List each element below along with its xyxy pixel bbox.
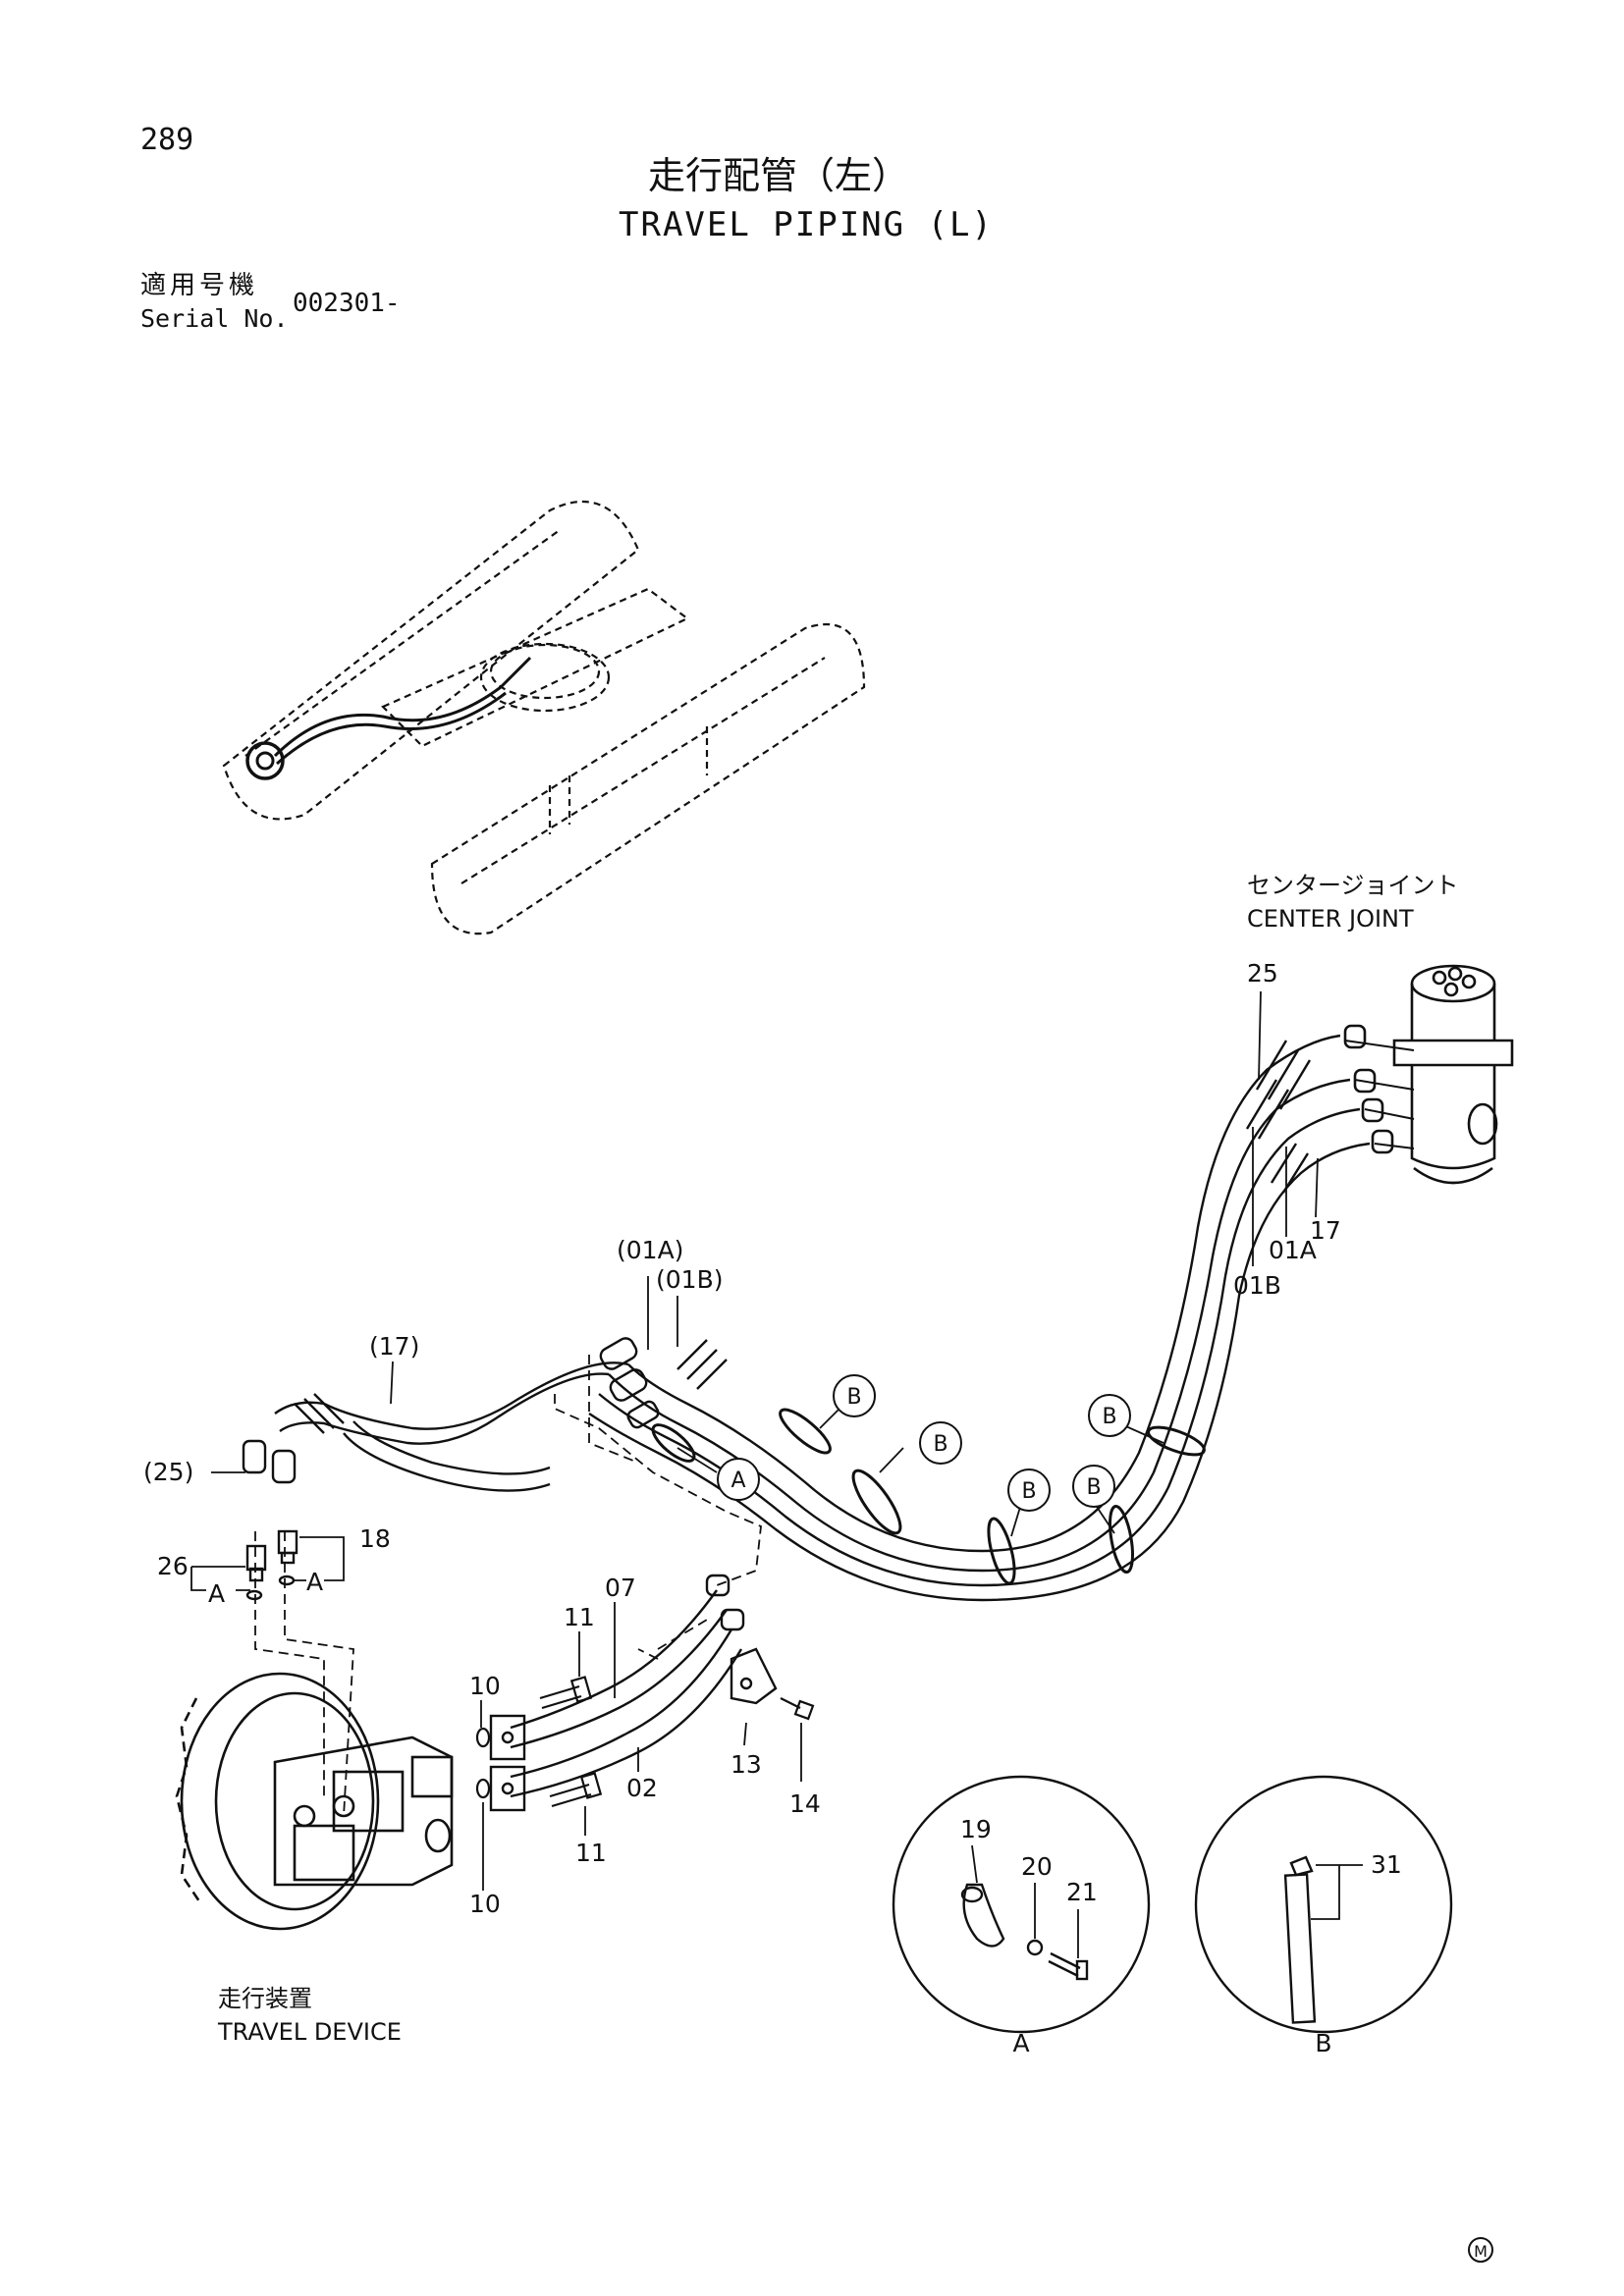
- callout-b-4: B: [1086, 1475, 1101, 1500]
- section-marker-a-right: A: [306, 1568, 323, 1596]
- part-label-14: 14: [789, 1789, 821, 1818]
- part-label-07: 07: [605, 1574, 636, 1602]
- page-number: 289: [140, 123, 194, 157]
- detail-view-circles: [892, 1775, 1453, 2034]
- part-label-26: 26: [157, 1552, 189, 1580]
- page-title-en: TRAVEL PIPING (L): [619, 205, 994, 244]
- page-title-jp: 走行配管（左）: [648, 154, 910, 197]
- part-label-01b: 01B: [1233, 1271, 1281, 1300]
- assembly-guide-lines: [254, 1355, 762, 1817]
- part-label-01a-ref: (01A): [617, 1236, 683, 1264]
- part-label-10-bottom: 10: [469, 1890, 501, 1918]
- part-label-20: 20: [1021, 1852, 1053, 1881]
- part-label-21: 21: [1066, 1878, 1098, 1906]
- center-joint-label-en: CENTER JOINT: [1247, 905, 1414, 933]
- callout-b-5: B: [1102, 1405, 1116, 1429]
- bolts: [475, 1676, 815, 1808]
- detail-view-a-label: A: [1012, 2029, 1029, 2057]
- travel-device-label-jp: 走行装置: [218, 1985, 312, 2012]
- detail-circle-b: [1194, 1775, 1453, 2034]
- travel-device-label-en: TRAVEL DEVICE: [217, 2018, 402, 2046]
- serial-value: 002301-: [293, 289, 401, 318]
- part-label-25: 25: [1247, 959, 1278, 988]
- detail-view-b-label: B: [1315, 2029, 1331, 2057]
- part-label-02: 02: [626, 1774, 658, 1802]
- part-label-01a: 01A: [1269, 1236, 1317, 1264]
- travel-device-drawing: [175, 1672, 454, 1931]
- leader-lines: [190, 990, 1363, 1958]
- part-label-31: 31: [1371, 1850, 1402, 1879]
- part-label-11-bottom: 11: [575, 1839, 607, 1867]
- callout-b-2: B: [933, 1432, 947, 1457]
- part-label-10-top: 10: [469, 1672, 501, 1700]
- part-label-13: 13: [731, 1750, 762, 1779]
- part-label-19: 19: [960, 1815, 992, 1843]
- part-label-17: 17: [1310, 1216, 1341, 1245]
- part-label-01b-ref: (01B): [656, 1265, 723, 1294]
- detail-circle-a: [892, 1775, 1151, 2034]
- center-joint-drawing: [1343, 964, 1514, 1185]
- callout-balloons: [717, 1374, 1493, 2263]
- undercarriage-hose-route: [245, 656, 532, 780]
- part-label-18: 18: [359, 1524, 391, 1553]
- serial-label-jp: 適用号機: [140, 271, 259, 300]
- center-joint-label-jp: センタージョイント: [1247, 872, 1459, 899]
- footer-mark: M: [1474, 2242, 1488, 2261]
- part-label-11-top: 11: [564, 1603, 595, 1631]
- hose-fittings: [242, 1040, 1312, 1484]
- part-label-17-ref: (17): [369, 1332, 419, 1361]
- section-marker-a-left: A: [208, 1579, 225, 1608]
- part-label-25-ref: (25): [143, 1458, 193, 1486]
- connector-fittings: [245, 1529, 298, 1601]
- callout-b-3: B: [1021, 1479, 1036, 1504]
- callout-a: A: [731, 1468, 745, 1493]
- callout-b-1: B: [846, 1385, 861, 1410]
- undercarriage-overview: [222, 501, 866, 935]
- hose-clamps: [651, 1408, 1206, 1585]
- hose-bundle: [274, 1034, 1371, 1602]
- serial-label-en: Serial No.: [140, 304, 289, 333]
